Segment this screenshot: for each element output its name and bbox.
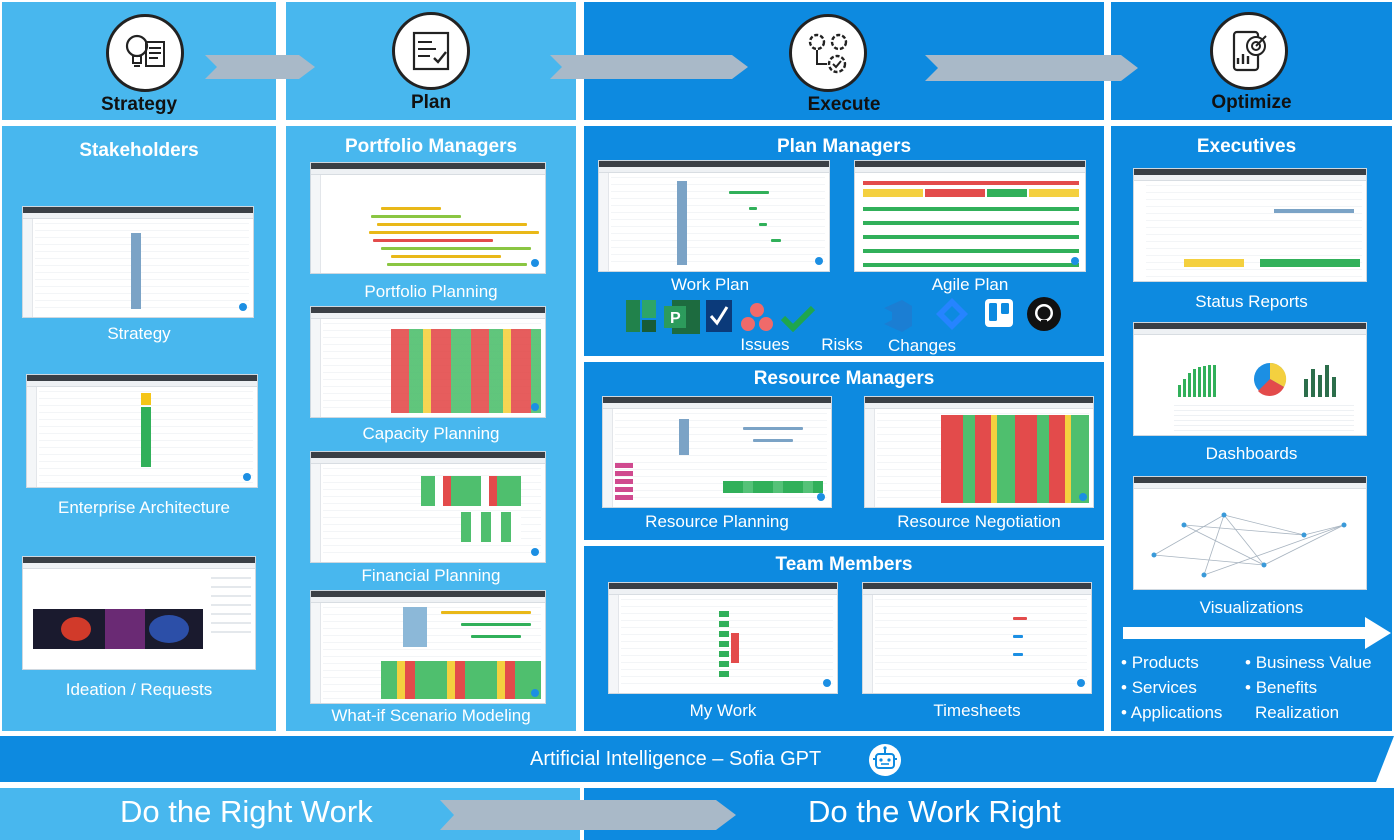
integration-label-risks: Risks xyxy=(821,335,863,354)
executives-title: Executives xyxy=(1196,136,1297,157)
azure-boards-check-icon xyxy=(706,300,732,332)
plan-managers-caption-work-plan: Work Plan xyxy=(670,275,750,294)
strategy-phase-title: Strategy xyxy=(100,94,178,115)
strategy-screenshot xyxy=(22,206,254,318)
executives-caption-status-reports: Status Reports xyxy=(1195,292,1308,311)
enterprise-architecture-screenshot xyxy=(26,374,258,488)
resource-negotiation-screenshot xyxy=(864,396,1094,508)
bottom-arrow-icon xyxy=(440,800,736,830)
execute-gears-icon xyxy=(789,14,867,92)
executives-caption-dashboards: Dashboards xyxy=(1205,444,1298,463)
plan-checklist-icon xyxy=(392,12,470,90)
team-caption-my-work: My Work xyxy=(689,701,757,720)
status-reports-screenshot xyxy=(1133,168,1367,282)
trello-icon xyxy=(985,299,1013,327)
phase-arrow-icon xyxy=(205,55,315,79)
executives-panel: Executives Status Reports Dash xyxy=(1111,126,1392,731)
portfolio-planning-screenshot xyxy=(310,162,546,274)
robot-icon xyxy=(869,744,901,776)
executives-caption-visualizations: Visualizations xyxy=(1199,598,1304,617)
execute-phase-title: Execute xyxy=(807,94,881,115)
stakeholders-panel: Stakeholders Strategy Enterprise Archite… xyxy=(2,126,276,731)
plan-managers-title: Plan Managers xyxy=(776,136,912,157)
visualizations-screenshot xyxy=(1133,476,1367,590)
ai-bar-background xyxy=(0,736,1394,782)
dashboards-screenshot xyxy=(1133,322,1367,436)
ideation-screenshot xyxy=(22,556,256,670)
resource-managers-title: Resource Managers xyxy=(753,368,935,389)
planner-app-icon xyxy=(626,300,656,332)
phase-arrow-icon xyxy=(550,55,748,79)
stakeholders-caption-ideation: Ideation / Requests xyxy=(65,680,213,699)
portfolio-caption-portfolio-planning: Portfolio Planning xyxy=(364,282,498,301)
github-icon xyxy=(1027,297,1061,331)
portfolio-caption-capacity-planning: Capacity Planning xyxy=(362,424,500,443)
timesheets-screenshot xyxy=(862,582,1092,694)
strategy-lightbulb-icon xyxy=(106,14,184,92)
resource-caption-resource-planning: Resource Planning xyxy=(645,512,789,531)
stakeholders-caption-enterprise-architecture: Enterprise Architecture xyxy=(58,498,230,517)
resource-planning-screenshot xyxy=(602,396,832,508)
bullet-business-value: • Business Value xyxy=(1245,653,1372,672)
value-arrow-icon xyxy=(1123,617,1391,649)
portfolio-managers-title: Portfolio Managers xyxy=(344,136,518,157)
optimize-phase-title: Optimize xyxy=(1211,92,1292,113)
financial-planning-screenshot xyxy=(310,451,546,563)
optimize-target-icon xyxy=(1210,12,1288,90)
agile-plan-screenshot xyxy=(854,160,1086,272)
portfolio-caption-financial-planning: Financial Planning xyxy=(361,566,501,585)
optimize-phase-header: Optimize xyxy=(1111,2,1392,120)
jira-icon xyxy=(936,298,968,330)
stakeholders-caption-strategy: Strategy xyxy=(107,324,171,343)
bullet-realization: Realization xyxy=(1255,703,1340,722)
portfolio-caption-what-if: What-if Scenario Modeling xyxy=(331,706,531,725)
asana-icon xyxy=(741,303,773,331)
resource-caption-resource-negotiation: Resource Negotiation xyxy=(897,512,1061,531)
bullet-services: • Services xyxy=(1121,678,1197,697)
do-work-right-label: Do the Work Right xyxy=(808,794,1061,829)
team-members-panel: Team Members My Work Timesheets xyxy=(584,546,1104,731)
resource-managers-panel: Resource Managers Resource Planning Reso… xyxy=(584,362,1104,540)
portfolio-managers-panel: Portfolio Managers Portfolio Planning Ca… xyxy=(286,126,576,731)
plan-managers-panel: Plan Managers Work Plan Agile Plan P xyxy=(584,126,1104,356)
team-caption-timesheets: Timesheets xyxy=(933,701,1021,720)
plan-phase-title: Plan xyxy=(410,92,452,113)
integration-label-issues: Issues xyxy=(740,335,790,354)
do-right-work-label: Do the Right Work xyxy=(120,794,373,829)
azure-devops-icon xyxy=(884,300,912,332)
work-plan-screenshot xyxy=(598,160,830,272)
bullet-applications: • Applications xyxy=(1121,703,1223,722)
team-members-title: Team Members xyxy=(775,554,913,575)
my-work-screenshot xyxy=(608,582,838,694)
plan-phase-header: Plan xyxy=(286,2,576,120)
project-app-icon: P xyxy=(664,300,700,334)
smartsheet-check-icon xyxy=(780,305,816,332)
svg-text:P: P xyxy=(670,310,681,327)
ai-bar-label: Artificial Intelligence – Sofia GPT xyxy=(530,748,822,770)
integration-label-changes: Changes xyxy=(887,336,957,355)
phase-arrow-icon xyxy=(925,55,1138,81)
capacity-planning-screenshot xyxy=(310,306,546,418)
bullet-products: • Products xyxy=(1121,653,1199,672)
plan-managers-caption-agile-plan: Agile Plan xyxy=(931,275,1009,294)
stakeholders-title: Stakeholders xyxy=(79,140,199,161)
what-if-scenario-screenshot xyxy=(310,590,546,704)
bullet-benefits: • Benefits xyxy=(1245,678,1318,697)
